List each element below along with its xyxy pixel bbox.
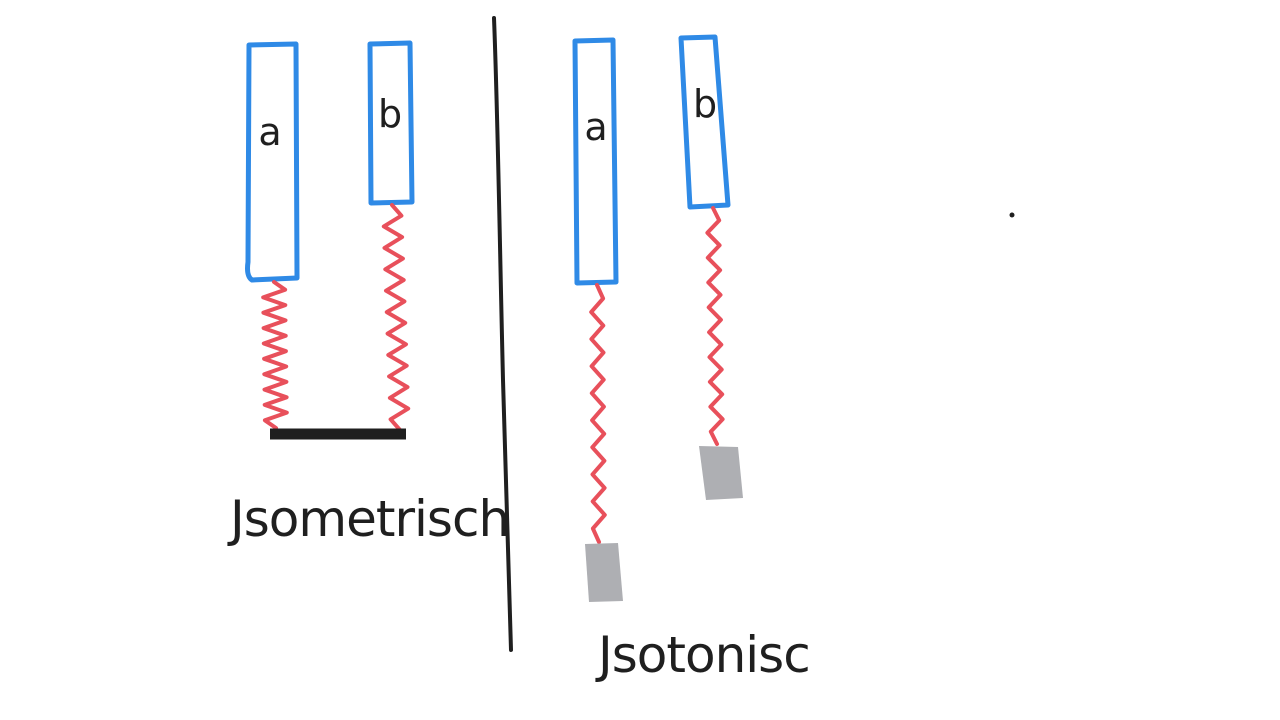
isotonic-muscle-b-label: b	[693, 82, 717, 126]
isometric-muscle-a	[245, 41, 300, 283]
isotonic-weight-b	[699, 446, 743, 500]
stray-dot	[1009, 212, 1015, 218]
isotonic-weight-a	[585, 543, 623, 602]
isometric-muscle-b	[367, 40, 415, 206]
isometric-caption: Jsometrisch	[227, 490, 509, 548]
divider-line	[492, 16, 513, 652]
isometric-muscle-a-label: a	[258, 110, 281, 154]
isotonic-spring-b	[705, 206, 725, 446]
isotonic-caption: Jsotonisc	[595, 626, 810, 684]
isotonic-panel: a b Jsotonisc	[572, 34, 811, 684]
isometric-muscle-b-label: b	[378, 92, 402, 136]
isotonic-spring-a	[589, 283, 607, 544]
isometric-spring-a	[261, 280, 289, 430]
isometric-panel: a b Jsometrisch	[227, 40, 510, 548]
isotonic-muscle-b	[678, 34, 731, 210]
isotonic-muscle-a-label: a	[584, 105, 607, 149]
isotonic-muscle-a	[572, 37, 619, 286]
isometric-spring-b	[381, 203, 411, 432]
